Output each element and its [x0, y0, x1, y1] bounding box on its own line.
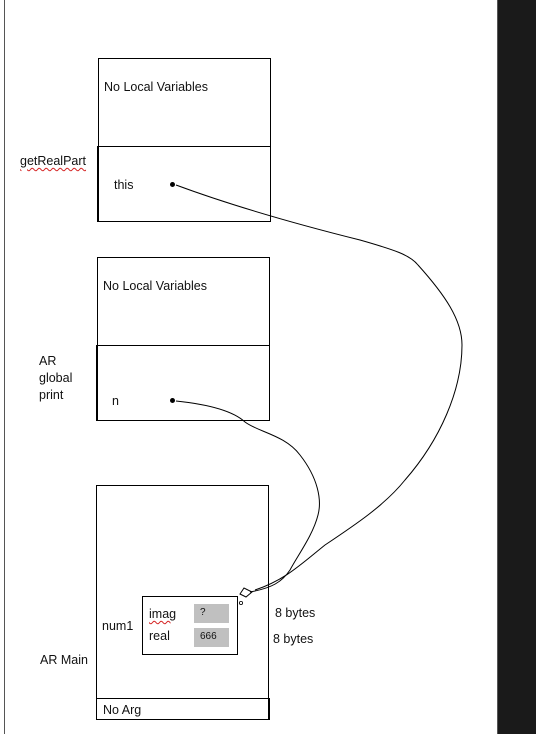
- field-size-real: 8 bytes: [273, 632, 314, 646]
- pointer-origin-this: [170, 182, 175, 187]
- frame-middle-side-label-line-3: print: [39, 388, 64, 402]
- frame-middle-side-label-line-1: AR: [39, 354, 57, 368]
- field-name-imag: imag: [149, 607, 177, 621]
- frame-bottom-side-label: AR Main: [40, 653, 88, 667]
- arrow-head: [239, 587, 253, 598]
- field-size-imag: 8 bytes: [275, 606, 316, 620]
- field-value-real: 666: [194, 628, 229, 647]
- frame-top-locals-text: No Local Variables: [104, 80, 208, 94]
- window-edge-bar: [498, 0, 536, 734]
- frame-bottom-footer-text: No Arg: [103, 703, 142, 717]
- arrow-tail-marker: [238, 601, 243, 606]
- object-num1: [142, 596, 238, 655]
- field-value-imag: ?: [194, 604, 229, 623]
- frame-middle-side-label-line-2: global: [39, 371, 73, 385]
- frame-top-params: [97, 146, 271, 222]
- arrow-n-to-num1: [175, 400, 320, 593]
- frame-top-side-label: getRealPart: [20, 154, 87, 168]
- field-name-real: real: [149, 629, 170, 643]
- frame-middle-locals-text: No Local Variables: [103, 279, 207, 293]
- page-right-border: [497, 0, 498, 734]
- frame-middle-param-name: n: [112, 394, 119, 408]
- frame-middle-params: [96, 345, 270, 421]
- page-left-border: [4, 0, 5, 734]
- object-name-num1: num1: [102, 619, 134, 633]
- arrow-this-to-num1: [175, 184, 463, 591]
- frame-top-param-name: this: [114, 178, 134, 192]
- frame-bottom-footer: [96, 698, 270, 720]
- pointer-origin-n: [170, 398, 175, 403]
